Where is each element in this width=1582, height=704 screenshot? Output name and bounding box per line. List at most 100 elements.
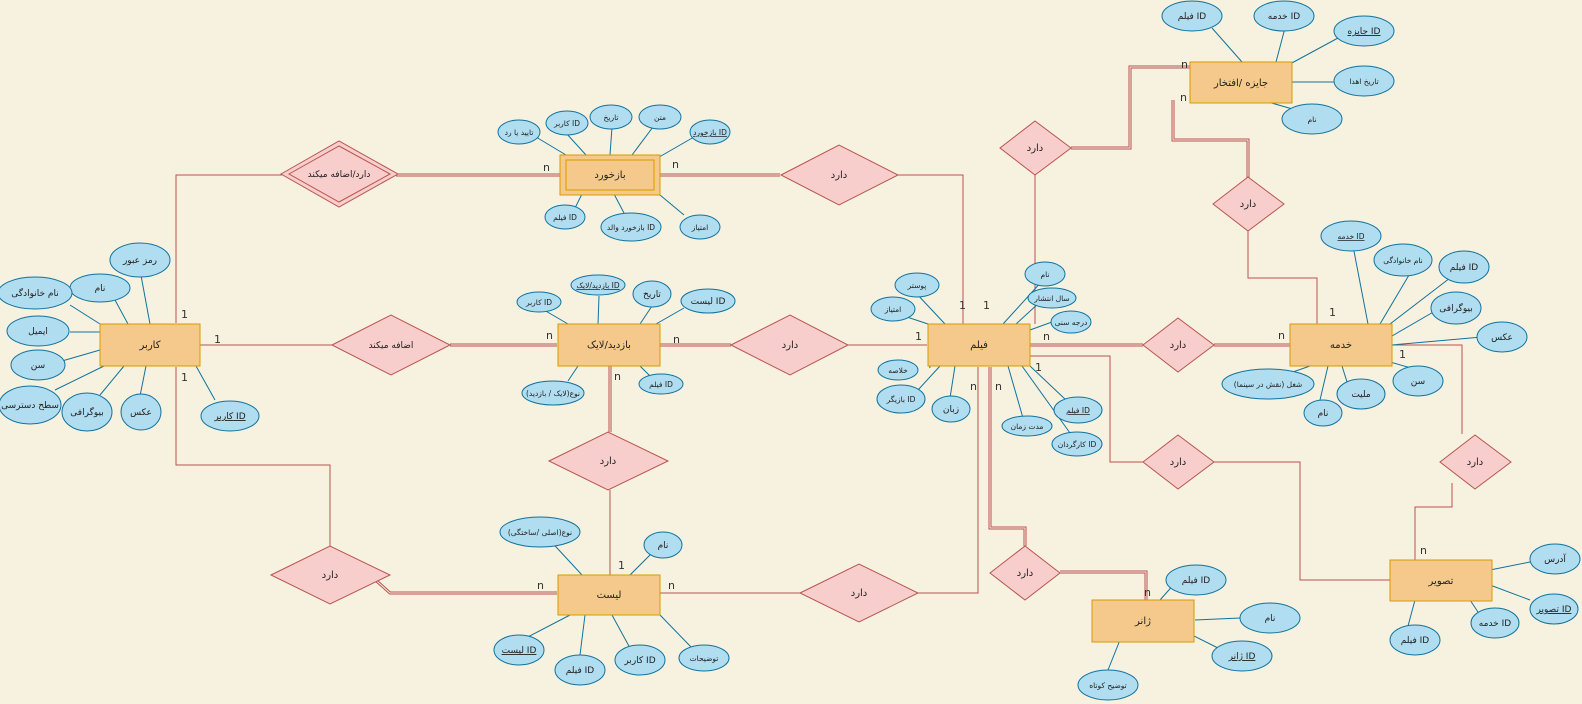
relationship-film-award[interactable]: دارد	[999, 120, 1072, 176]
attribute[interactable]: بازدید/لایک ID	[570, 274, 626, 296]
attribute[interactable]: تاریخ	[589, 104, 633, 130]
attribute[interactable]: مدت زمان	[1001, 415, 1053, 437]
entity-feedback[interactable]: بازخورد	[559, 154, 661, 196]
svg-text:(نوع(لایک / بازدید: (نوع(لایک / بازدید	[526, 389, 580, 398]
svg-text:جایزه ID: جایزه ID	[1348, 27, 1381, 37]
entity-image[interactable]: تصویر	[1389, 559, 1493, 602]
attribute[interactable]: خلاصه	[877, 359, 919, 381]
attribute[interactable]: رمز عبور	[109, 242, 171, 278]
entity-service[interactable]: خدمه	[1289, 323, 1393, 367]
relationship-visit-list[interactable]: دارد	[547, 431, 670, 491]
relationship-adds[interactable]: اضافه میکند	[330, 314, 452, 376]
entity-user[interactable]: کاربر	[99, 323, 201, 367]
attribute[interactable]: فیلم ID	[1053, 396, 1103, 424]
attribute[interactable]: نام	[1303, 399, 1343, 427]
attribute[interactable]: درجه سنی	[1050, 310, 1092, 334]
attribute[interactable]: پوستر	[894, 272, 940, 298]
entity-list[interactable]: لیست	[557, 574, 661, 616]
attribute[interactable]: لیست ID	[680, 288, 736, 314]
attribute[interactable]: بازیگر ID	[876, 384, 926, 414]
svg-text:رمز عبور: رمز عبور	[122, 256, 157, 266]
cardinality: n	[995, 380, 1002, 393]
relationship-list-film[interactable]: دارد	[798, 563, 920, 623]
attribute[interactable]: بازخورد ID	[689, 119, 731, 145]
attribute[interactable]: نام	[69, 273, 131, 303]
attribute[interactable]: فیلم ID	[638, 373, 684, 395]
svg-text:عکس: عکس	[1491, 333, 1513, 343]
cardinality: 1	[983, 299, 990, 312]
attribute[interactable]: ملیت	[1336, 378, 1386, 410]
entity-genre[interactable]: ژانر	[1091, 599, 1195, 643]
attribute[interactable]: کاربر ID	[516, 291, 562, 313]
attribute[interactable]: ژانر ID	[1211, 640, 1273, 672]
attribute[interactable]: ایمیل	[6, 315, 70, 347]
attribute[interactable]: عکس	[1476, 321, 1528, 353]
cardinality: 1	[618, 559, 625, 572]
attribute[interactable]: آدرس	[1529, 543, 1581, 575]
relationship-film-genre[interactable]: دارد	[989, 545, 1061, 601]
attribute[interactable]: سن	[10, 349, 66, 381]
svg-text:نام خانوادگی: نام خانوادگی	[11, 287, 58, 299]
relationship-label: دارد	[1240, 199, 1257, 210]
attribute[interactable]: امتیاز	[679, 214, 721, 240]
attribute[interactable]: نام خانوادگی	[0, 276, 73, 310]
attribute[interactable]: کاربر ID	[200, 400, 260, 432]
attribute[interactable]: سال انتشار	[1027, 287, 1077, 309]
attribute[interactable]: خدمه ID	[1253, 0, 1315, 32]
attribute[interactable]: نام خانوادگی	[1373, 243, 1433, 277]
attribute[interactable]: فیلم ID	[1438, 250, 1490, 284]
attributes-award: فیلم ID خدمه ID جایزه ID تاریخ اهدا نام	[1161, 0, 1395, 135]
attribute[interactable]: بازخورد والد ID	[600, 212, 662, 242]
attribute[interactable]: خدمه ID	[1320, 220, 1382, 252]
attribute[interactable]: امتیاز	[870, 296, 916, 322]
attribute[interactable]: کاربر ID	[614, 644, 666, 676]
attribute[interactable]: لیست ID	[493, 634, 545, 666]
attributes-list: (نوع(اصلی /ساختگی نام لیست ID فیلم ID کا…	[493, 516, 730, 686]
svg-text:کاربر ID: کاربر ID	[553, 119, 580, 128]
attribute[interactable]: تصویر ID	[1529, 593, 1579, 625]
attribute[interactable]: (شغل (نقش در سینما	[1221, 368, 1315, 400]
entity-award[interactable]: جایزه /افتخار	[1189, 61, 1293, 104]
attribute[interactable]: بیوگرافی	[61, 392, 113, 432]
attribute[interactable]: (نوع(لایک / بازدید	[521, 380, 585, 406]
attribute[interactable]: فیلم ID	[1161, 0, 1223, 32]
attribute[interactable]: تایید یا رد	[497, 119, 541, 145]
attribute[interactable]: فیلم ID	[1389, 624, 1441, 656]
attribute[interactable]: کاربر ID	[545, 110, 589, 136]
attribute[interactable]: توضیح کوتاه	[1077, 669, 1139, 701]
attribute[interactable]: سطح دسترسی	[0, 385, 62, 425]
relationship-service-award[interactable]: دارد	[1212, 176, 1285, 232]
relationship-film-service[interactable]: دارد	[1142, 317, 1215, 373]
attribute[interactable]: خدمه ID	[1470, 607, 1520, 639]
relationship-visit-film[interactable]: دارد	[729, 314, 850, 376]
attribute[interactable]: متن	[638, 104, 682, 130]
attribute[interactable]: بیوگرافی	[1430, 291, 1482, 325]
attribute[interactable]: جایزه ID	[1333, 15, 1395, 47]
svg-text:آدرس: آدرس	[1544, 553, 1566, 565]
attribute[interactable]: (نوع(اصلی /ساختگی	[499, 516, 581, 548]
svg-text:ایمیل: ایمیل	[28, 327, 48, 337]
relationship-feedback-film[interactable]: دارد	[779, 144, 900, 206]
attribute[interactable]: کارگردان ID	[1051, 431, 1103, 457]
attribute[interactable]: فیلم ID	[1165, 564, 1227, 596]
attribute[interactable]: نام	[1239, 602, 1301, 634]
attribute[interactable]: فیلم ID	[554, 654, 606, 686]
attribute[interactable]: عکس	[120, 393, 162, 431]
cardinality: 1	[959, 299, 966, 312]
attribute[interactable]: نام	[1281, 103, 1343, 135]
relationship-has-adds[interactable]: دارد/اضافه میکند	[279, 140, 400, 208]
attribute[interactable]: زبان	[931, 395, 971, 423]
attribute[interactable]: تاریخ	[632, 280, 672, 308]
attribute[interactable]: توضیحات	[678, 644, 730, 672]
attribute[interactable]: تاریخ اهدا	[1333, 65, 1395, 97]
relationship-film-image[interactable]: دارد	[1142, 434, 1215, 490]
entity-film[interactable]: فیلم	[927, 323, 1031, 367]
relationship-service-image[interactable]: دارد	[1439, 434, 1512, 490]
attribute[interactable]: فیلم ID	[544, 204, 586, 230]
svg-text:لیست ID: لیست ID	[691, 297, 726, 307]
attribute[interactable]: نام	[1024, 261, 1066, 287]
entity-visit-like[interactable]: بازدید/لایک	[557, 323, 661, 367]
relationship-user-list[interactable]: دارد	[269, 545, 392, 605]
attribute[interactable]: سن	[1392, 365, 1444, 397]
attribute[interactable]: نام	[643, 531, 683, 559]
